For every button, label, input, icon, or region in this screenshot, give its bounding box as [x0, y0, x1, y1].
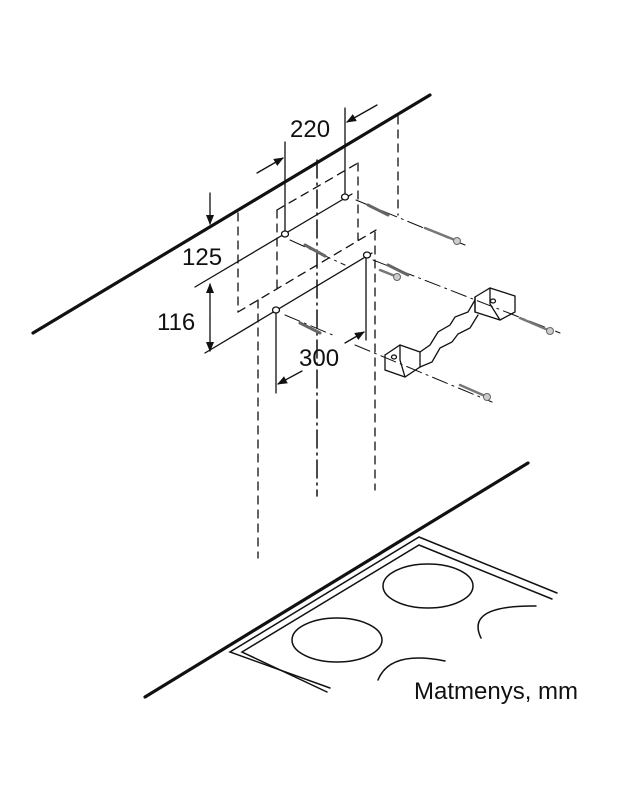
arrow-220-left	[256, 157, 284, 174]
countertop-line	[143, 461, 530, 699]
hood-outline-dashed	[237, 115, 399, 559]
dimension-220-label: 220	[290, 116, 330, 143]
arrow-300-left	[277, 370, 303, 385]
screws	[378, 226, 550, 398]
burner	[477, 605, 537, 639]
units-caption: Matmenys, mm	[414, 678, 578, 705]
burner	[382, 563, 474, 609]
burner	[291, 617, 383, 663]
screw-heads	[393, 237, 554, 401]
lower-hole-line	[204, 252, 373, 354]
dimension-125-label: 125	[182, 244, 222, 271]
burner	[377, 657, 446, 681]
dimension-116-label: 116	[157, 309, 195, 336]
upper-hole-line	[194, 193, 353, 288]
wall-plugs	[298, 203, 410, 335]
mounting-holes	[271, 193, 372, 314]
mounting-bracket	[384, 287, 516, 378]
arrow-220-right	[346, 104, 378, 123]
hob	[228, 536, 558, 693]
ceiling-line	[31, 93, 432, 335]
arrow-300-right	[344, 331, 365, 344]
dimension-300-label: 300	[299, 345, 339, 372]
